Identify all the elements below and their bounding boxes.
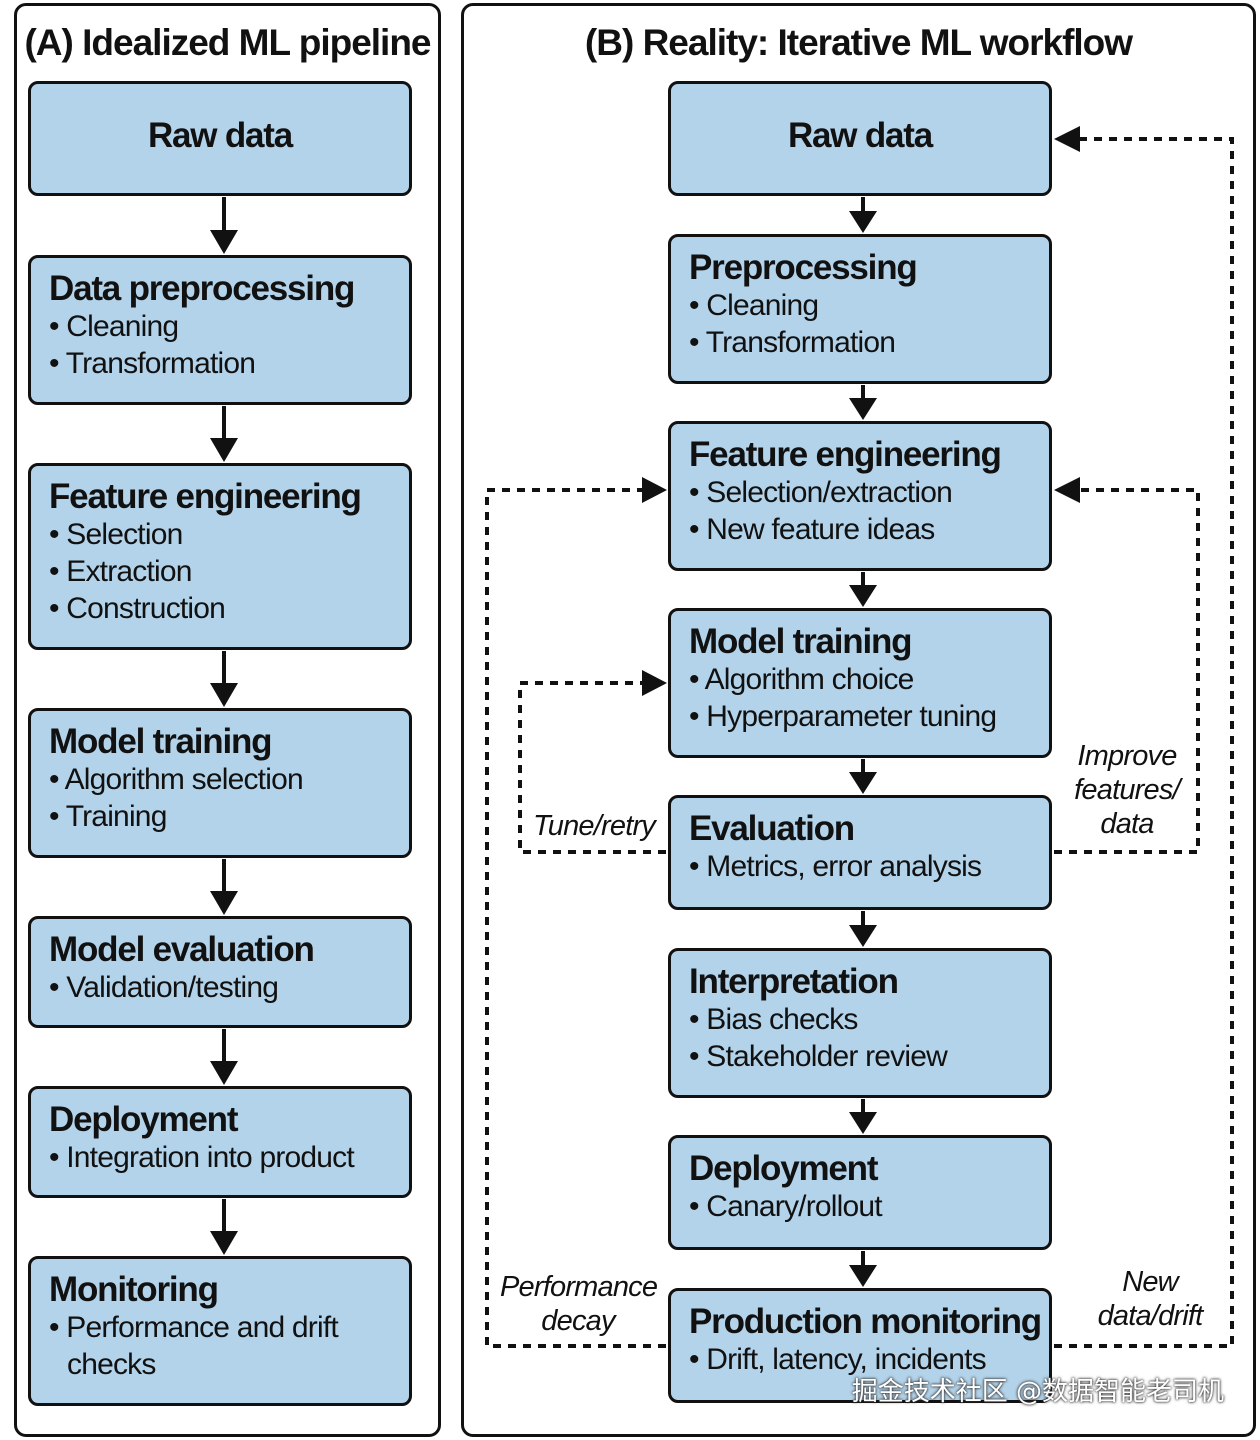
b-step-item: Transformation: [689, 324, 1031, 361]
b-step-deployment: Deployment Canary/rollout: [668, 1135, 1052, 1250]
label-performance-decay: Performance decay: [500, 1271, 658, 1337]
b-step-item: Bias checks: [689, 1001, 1031, 1038]
panel-a-title: (A) Idealized ML pipeline: [24, 22, 431, 63]
a-step-model-training: Model training Algorithm selection Train…: [28, 708, 412, 858]
b-step-item: Canary/rollout: [689, 1188, 1031, 1225]
label-improve-features: Improve features/ data: [1068, 739, 1186, 841]
a-arrowhead: [210, 438, 238, 462]
loop-arrowhead-tune: [642, 670, 667, 696]
a-step-item: Performance and drift checks: [49, 1309, 379, 1383]
b-step-title: Deployment: [689, 1149, 879, 1188]
label-tune-retry: Tune/retry: [533, 809, 656, 843]
a-step-item: Transformation: [49, 345, 391, 382]
loop-arrowhead-perf: [642, 477, 667, 503]
a-step-deployment: Deployment Integration into product: [28, 1086, 412, 1198]
a-step-title: Model training: [49, 722, 273, 761]
a-step-title: Feature engineering: [49, 477, 362, 516]
a-step-item: Validation/testing: [49, 969, 391, 1006]
b-step-title: Evaluation: [689, 809, 855, 848]
b-step-raw-data: Raw data: [668, 81, 1052, 196]
b-step-item: New feature ideas: [689, 511, 1031, 548]
b-step-interpretation: Interpretation Bias checks Stakeholder r…: [668, 948, 1052, 1098]
b-step-item: Drift, latency, incidents: [689, 1341, 1031, 1378]
a-step-title: Raw data: [147, 116, 293, 155]
a-arrowhead: [210, 891, 238, 915]
b-arrowhead: [849, 925, 877, 947]
a-step-monitoring: Monitoring Performance and drift checks: [28, 1256, 412, 1406]
b-arrowhead: [849, 398, 877, 420]
b-arrowhead: [849, 585, 877, 607]
a-step-feature-engineering: Feature engineering Selection Extraction…: [28, 463, 412, 650]
a-step-title: Data preprocessing: [49, 269, 355, 308]
b-step-item: Algorithm choice: [689, 661, 1031, 698]
b-arrowhead: [849, 1265, 877, 1287]
loop-performance-decay: [485, 488, 666, 1348]
panel-b-title: (B) Reality: Iterative ML workflow: [584, 22, 1133, 63]
label-new-data-drift: New data/drift: [1097, 1266, 1204, 1332]
loop-tune-retry: [518, 681, 666, 854]
a-arrowhead: [210, 1231, 238, 1255]
b-step-item: Selection/extraction: [689, 474, 1031, 511]
b-step-production-monitoring: Production monitoring Drift, latency, in…: [668, 1288, 1052, 1403]
b-step-item: Stakeholder review: [689, 1038, 1031, 1075]
b-step-title: Raw data: [787, 116, 933, 155]
b-step-feature-engineering: Feature engineering Selection/extraction…: [668, 421, 1052, 571]
a-arrowhead: [210, 230, 238, 254]
a-step-data-preprocessing: Data preprocessing Cleaning Transformati…: [28, 255, 412, 405]
a-step-item: Construction: [49, 590, 391, 627]
b-flow-arrows: [849, 197, 877, 1287]
b-step-preprocessing: Preprocessing Cleaning Transformation: [668, 234, 1052, 384]
loop-arrowhead-improve: [1054, 477, 1080, 503]
watermark: 掘金技术社区 @数据智能老司机: [851, 1377, 1224, 1407]
b-step-item: Metrics, error analysis: [689, 848, 1031, 885]
b-arrowhead: [849, 1112, 877, 1134]
a-step-title: Monitoring: [49, 1270, 219, 1309]
a-flow-arrows: [210, 197, 238, 1255]
a-step-item: Extraction: [49, 553, 391, 590]
a-step-title: Deployment: [49, 1100, 239, 1139]
b-arrowhead: [849, 211, 877, 233]
b-step-title: Interpretation: [689, 962, 899, 1001]
b-arrowhead: [849, 772, 877, 794]
a-step-item: Cleaning: [49, 308, 391, 345]
a-step-raw-data: Raw data: [28, 81, 412, 196]
b-step-title: Production monitoring: [689, 1302, 1042, 1341]
a-arrowhead: [210, 1061, 238, 1085]
a-step-item: Algorithm selection: [49, 761, 391, 798]
b-step-model-training: Model training Algorithm choice Hyperpar…: [668, 608, 1052, 758]
b-step-evaluation: Evaluation Metrics, error analysis: [668, 795, 1052, 910]
b-step-title: Preprocessing: [689, 248, 918, 287]
a-step-title: Model evaluation: [49, 930, 315, 969]
b-step-item: Hyperparameter tuning: [689, 698, 1031, 735]
loop-arrowhead-newdata: [1054, 126, 1080, 152]
b-step-title: Feature engineering: [689, 435, 1002, 474]
a-step-model-evaluation: Model evaluation Validation/testing: [28, 916, 412, 1028]
b-step-title: Model training: [689, 622, 913, 661]
a-arrowhead: [210, 683, 238, 707]
loop-new-data-drift: [1054, 137, 1234, 1348]
a-step-item: Integration into product: [49, 1139, 391, 1176]
b-step-item: Cleaning: [689, 287, 1031, 324]
a-step-item: Training: [49, 798, 391, 835]
a-step-item: Selection: [49, 516, 391, 553]
